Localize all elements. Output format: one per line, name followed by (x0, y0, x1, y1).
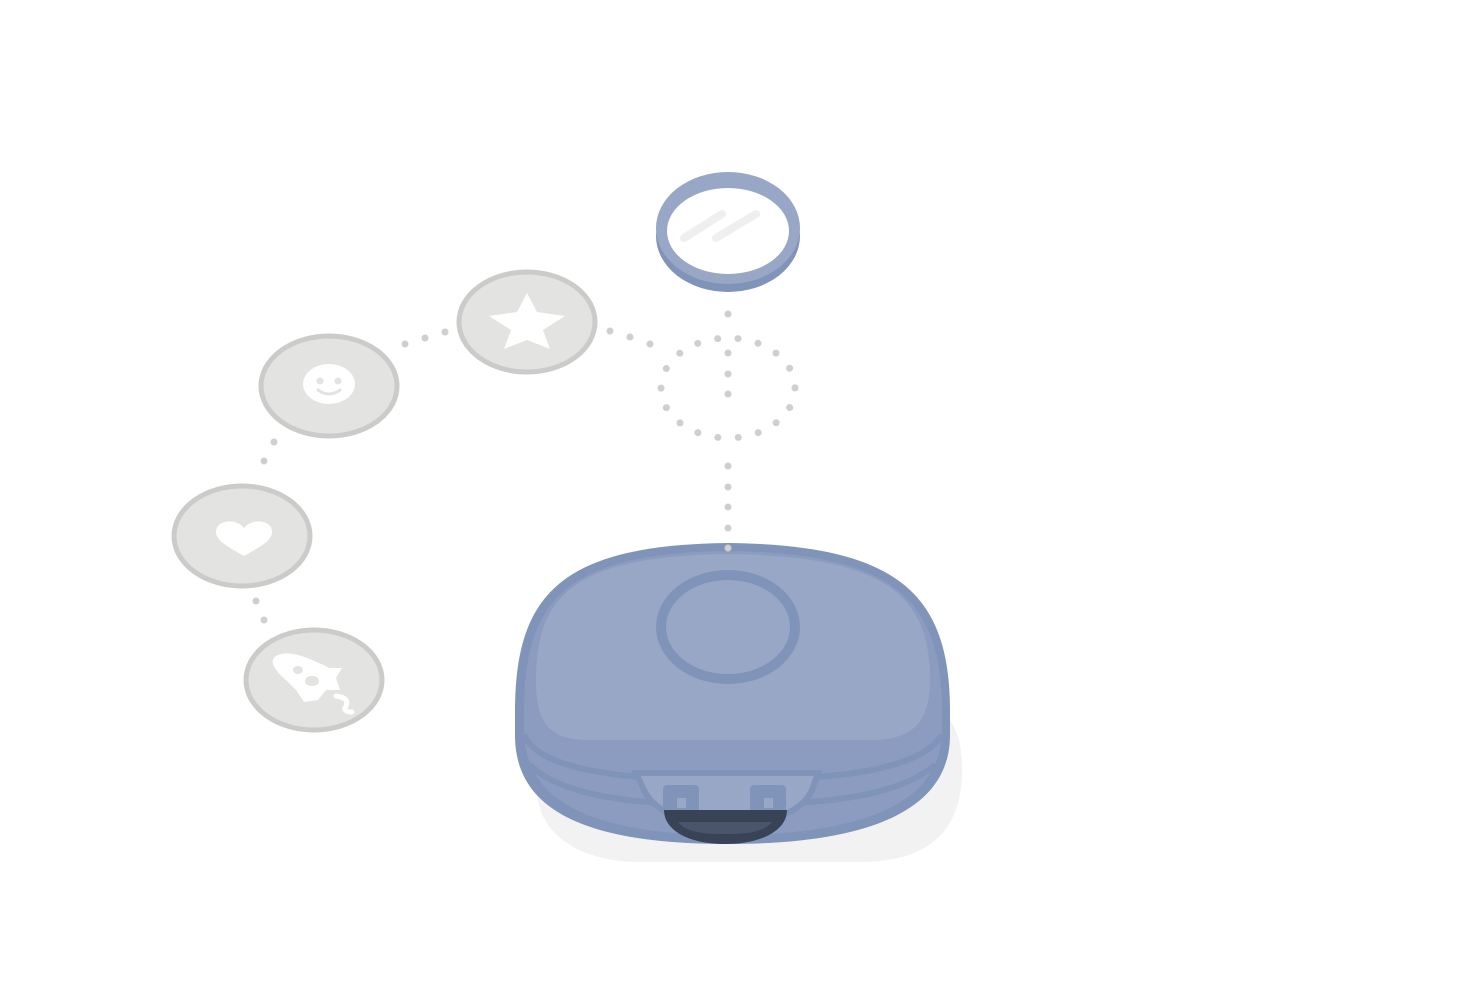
badge-star[interactable] (456, 269, 598, 375)
smiley-icon (303, 364, 355, 404)
lunch-box-icon[interactable] (515, 543, 962, 862)
dot (724, 544, 732, 552)
heart-icon (215, 521, 273, 556)
lens-placeholder-dotted-circle (657, 334, 799, 442)
badge-rocket[interactable] (243, 627, 385, 733)
lid-ring (656, 570, 800, 684)
badge-heart[interactable] (171, 483, 313, 589)
dotted-path (252, 310, 732, 624)
badge-smiley[interactable] (258, 333, 400, 439)
star-icon (489, 293, 565, 349)
lens-ring-icon[interactable] (656, 172, 800, 292)
rocket-icon (272, 653, 355, 715)
